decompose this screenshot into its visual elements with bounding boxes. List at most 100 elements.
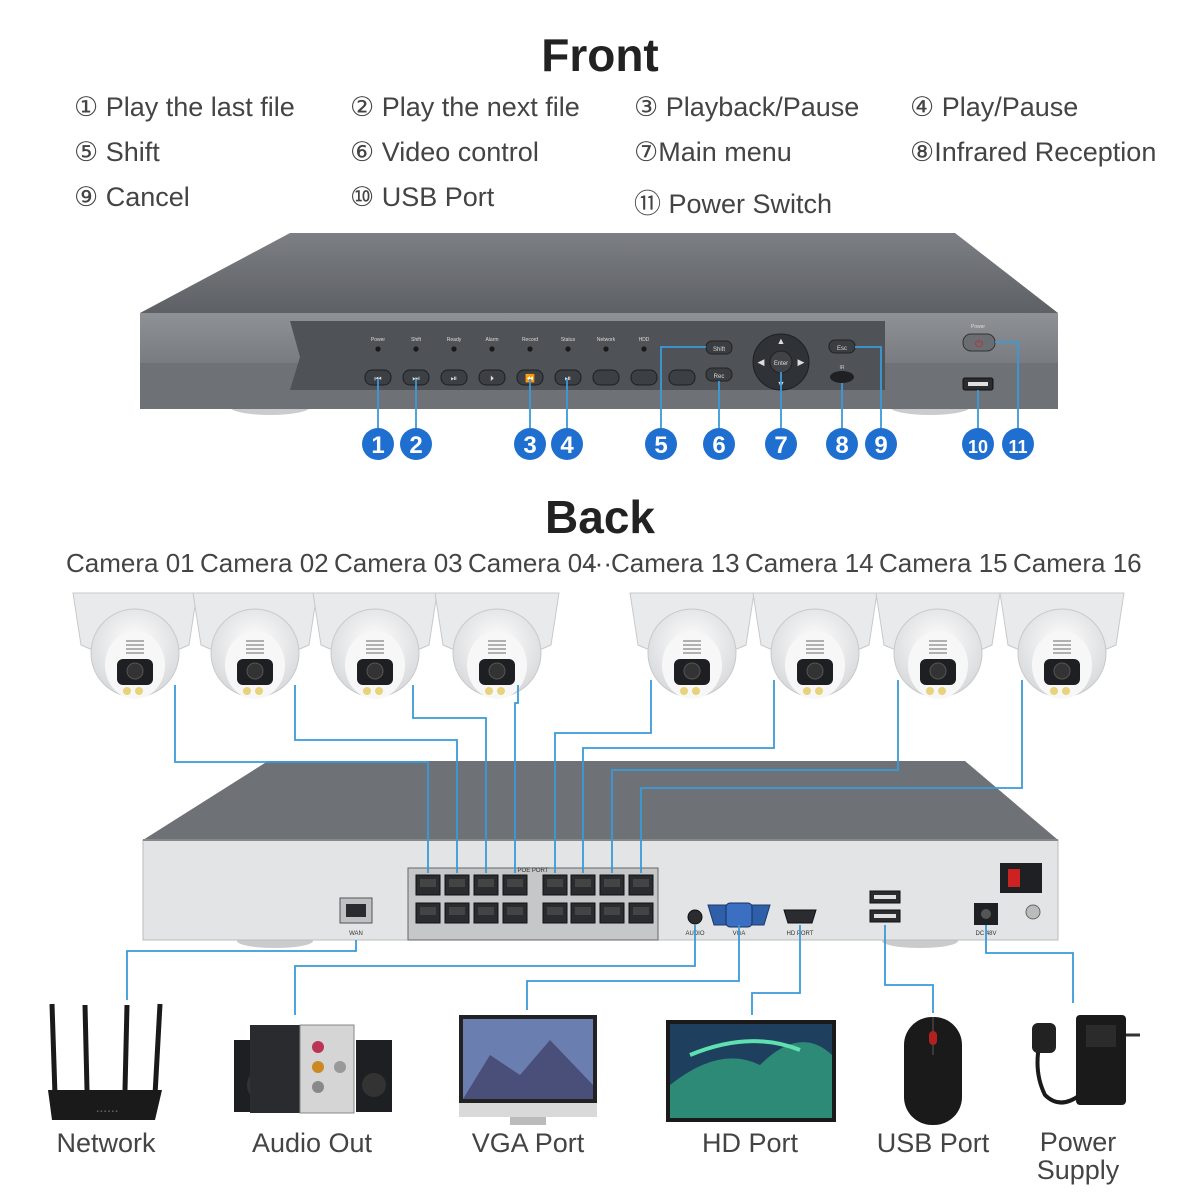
speakers-image bbox=[234, 1024, 392, 1114]
callout-number: 8 bbox=[835, 432, 848, 459]
camera-label: Camera 02 bbox=[200, 548, 329, 578]
dome-camera-image bbox=[752, 592, 878, 699]
shift-button-label: Shift bbox=[713, 347, 725, 353]
callout-number: 3 bbox=[523, 432, 536, 459]
callout-number: 1 bbox=[371, 432, 384, 459]
camera-ellipsis: ··· bbox=[586, 548, 612, 578]
indicator-led bbox=[603, 346, 609, 352]
callout-badge bbox=[400, 428, 432, 460]
button-glyph-icon: ⏯ bbox=[451, 374, 457, 383]
legend-item-10: ⑩ USB Port bbox=[350, 182, 495, 212]
nvr-front-panel bbox=[290, 321, 885, 390]
rocker-switch[interactable] bbox=[1000, 863, 1042, 893]
indicator-label: Record bbox=[522, 337, 538, 343]
back-title: Back bbox=[545, 491, 655, 543]
hd-port bbox=[783, 909, 817, 924]
callout-number: 5 bbox=[654, 432, 667, 459]
callout-badge bbox=[645, 428, 677, 460]
callout-badge bbox=[703, 428, 735, 460]
callout-badge bbox=[514, 428, 546, 460]
indicator-label: Shift bbox=[411, 337, 422, 343]
callout-badge bbox=[962, 428, 994, 460]
led-indicator-row: Power Shift Ready Alarm Record Status Network H… bbox=[371, 337, 650, 352]
callout-number: 9 bbox=[874, 432, 887, 459]
front-button-row[interactable]: ⏮⏭⏯⏵⏪⏯ bbox=[364, 369, 696, 386]
indicator-label: Ready bbox=[447, 337, 462, 343]
device-label-audio-out: Audio Out bbox=[251, 1128, 373, 1158]
callout-number: 11 bbox=[1008, 437, 1027, 457]
front-panel-button[interactable] bbox=[554, 369, 582, 386]
indicator-label: HDD bbox=[639, 337, 650, 343]
power-label: Power bbox=[971, 324, 986, 330]
nav-right-icon[interactable]: ▶ bbox=[798, 357, 805, 367]
callout-badge bbox=[362, 428, 394, 460]
callout-badge bbox=[865, 428, 897, 460]
ground-screw bbox=[1025, 904, 1041, 920]
callout-badge bbox=[826, 428, 858, 460]
audio-jack bbox=[687, 909, 703, 925]
dome-camera-image bbox=[72, 592, 198, 699]
callout-number: 7 bbox=[774, 432, 787, 459]
legend-item-11: ⑪ Power Switch bbox=[634, 189, 833, 219]
indicator-led bbox=[641, 346, 647, 352]
indicator-label: Alarm bbox=[485, 337, 498, 343]
indicator-label: Network bbox=[597, 337, 616, 343]
camera-label: Camera 04 bbox=[468, 548, 597, 578]
callout-number: 10 bbox=[968, 437, 988, 457]
power-icon: ⏻ bbox=[975, 339, 983, 350]
indicator-label: Power bbox=[371, 337, 386, 343]
callout-badge bbox=[765, 428, 797, 460]
poe-ports bbox=[415, 874, 654, 924]
button-glyph-icon: ⏪ bbox=[525, 373, 535, 383]
front-panel-button[interactable] bbox=[478, 369, 506, 386]
nvr-back-diagram: WAN POE PORT AUDIO VGA HD PORT DC 48V bbox=[48, 592, 1140, 1125]
front-panel-button[interactable] bbox=[440, 369, 468, 386]
dome-camera-image bbox=[192, 592, 318, 699]
indicator-led bbox=[375, 346, 381, 352]
legend-item-8: ⑧Infrared Reception bbox=[910, 137, 1157, 167]
indicator-label: Status bbox=[561, 337, 576, 343]
device-cables bbox=[126, 925, 1074, 1015]
dome-camera-image bbox=[434, 592, 560, 699]
poe-label: POE PORT bbox=[518, 868, 549, 874]
power-supply-image bbox=[1032, 1015, 1140, 1105]
button-glyph-icon: ⏭ bbox=[412, 374, 419, 383]
callout-badge bbox=[551, 428, 583, 460]
usb-mouse-image bbox=[904, 1017, 962, 1125]
front-panel-button[interactable] bbox=[630, 369, 658, 386]
camera-label: Camera 14 bbox=[745, 548, 874, 578]
indicator-led bbox=[451, 346, 457, 352]
dome-camera-image bbox=[629, 592, 755, 699]
svg-text:▪ ▪ ▪ ▪ ▪ ▪: ▪ ▪ ▪ ▪ ▪ ▪ bbox=[96, 1109, 117, 1115]
ir-label: IR bbox=[840, 365, 845, 371]
device-label-network: Network bbox=[56, 1128, 156, 1158]
camera-row bbox=[72, 592, 1125, 699]
rec-button-label: Rec bbox=[714, 374, 725, 380]
indicator-led bbox=[527, 346, 533, 352]
callout-number: 2 bbox=[409, 432, 422, 459]
wan-label: WAN bbox=[349, 931, 363, 937]
callout-lines bbox=[377, 341, 1019, 430]
device-label-hd-port: HD Port bbox=[701, 1128, 799, 1158]
device-label-vga-port: VGA Port bbox=[471, 1128, 585, 1158]
camera-label: Camera 13 bbox=[611, 548, 740, 578]
legend-item-5: ⑤ Shift bbox=[74, 137, 160, 167]
nav-left-icon[interactable]: ◀ bbox=[758, 357, 765, 367]
button-glyph-icon: ⏯ bbox=[565, 374, 571, 383]
camera-label: Camera 03 bbox=[334, 548, 463, 578]
callout-number: 6 bbox=[712, 432, 725, 459]
indicator-led bbox=[489, 346, 495, 352]
nvr-top bbox=[140, 233, 1058, 313]
camera-cables bbox=[174, 680, 1023, 873]
nvr-back-top bbox=[143, 761, 1058, 840]
camera-label: Camera 16 bbox=[1013, 548, 1142, 578]
nav-up-icon[interactable]: ▲ bbox=[777, 336, 786, 346]
callout-badge bbox=[1002, 428, 1034, 460]
device-label-usb-port: USB Port bbox=[876, 1128, 990, 1158]
dome-camera-image bbox=[875, 592, 1001, 699]
front-panel-button[interactable] bbox=[668, 369, 696, 386]
indicator-led bbox=[413, 346, 419, 352]
front-panel-button[interactable] bbox=[592, 369, 620, 386]
indicator-led bbox=[565, 346, 571, 352]
legend-item-2: ② Play the next file bbox=[350, 92, 580, 122]
